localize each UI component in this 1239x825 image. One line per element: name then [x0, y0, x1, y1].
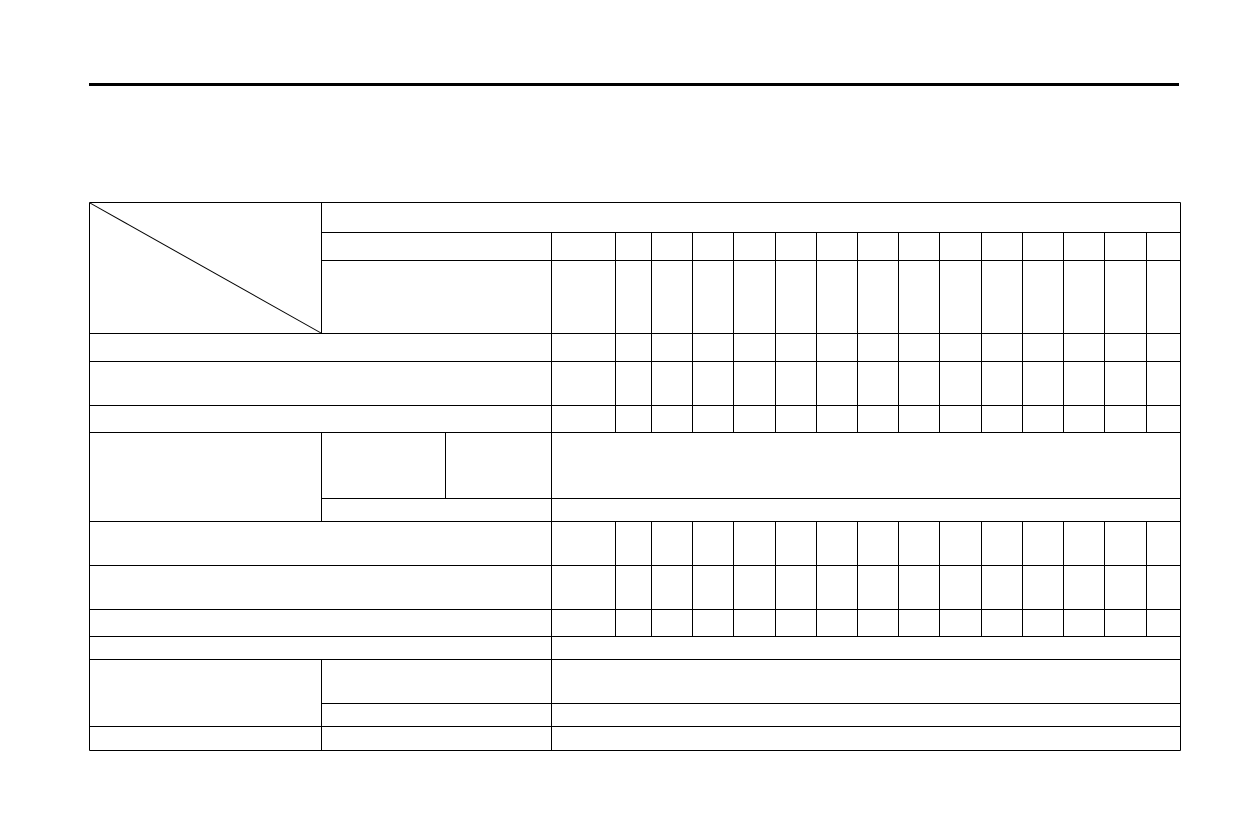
header-rule	[89, 83, 1179, 86]
corner-diagonal	[89, 202, 322, 334]
